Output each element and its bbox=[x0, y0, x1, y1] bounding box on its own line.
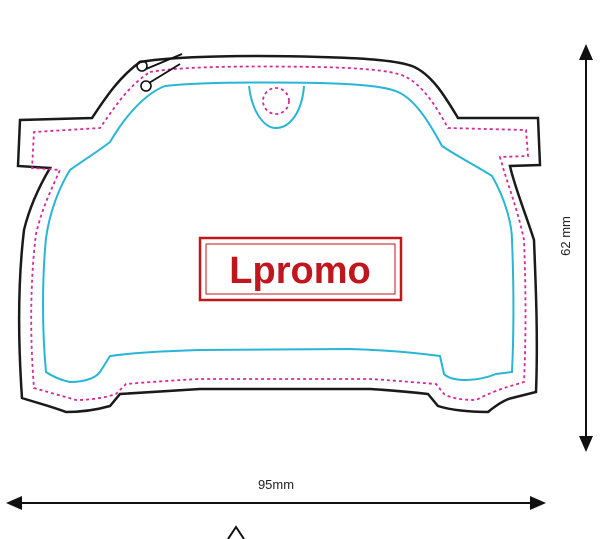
safe-zone-dashed-line bbox=[30, 65, 529, 401]
width-label: 95mm bbox=[258, 477, 294, 492]
brand-logo: Lpromo bbox=[198, 236, 403, 302]
height-arrow-bottom-head bbox=[579, 436, 593, 452]
brand-logo-inner-frame bbox=[205, 243, 396, 295]
scissors-icon bbox=[136, 53, 183, 92]
width-arrow-right-head bbox=[530, 496, 546, 510]
width-arrow-left-head bbox=[6, 496, 22, 510]
print-area-line bbox=[42, 81, 515, 384]
width-dimension: 95mm bbox=[6, 477, 546, 510]
height-dimension: 62 mm bbox=[558, 44, 593, 452]
cut-line-outline bbox=[16, 54, 542, 414]
height-arrow-top-head bbox=[579, 44, 593, 60]
hanging-hole bbox=[248, 85, 305, 130]
bottom-edge-partial-mark bbox=[227, 525, 245, 539]
brand-logo-text: Lpromo bbox=[229, 250, 370, 292]
brand-logo-frame bbox=[198, 236, 403, 302]
height-label: 62 mm bbox=[558, 216, 573, 256]
